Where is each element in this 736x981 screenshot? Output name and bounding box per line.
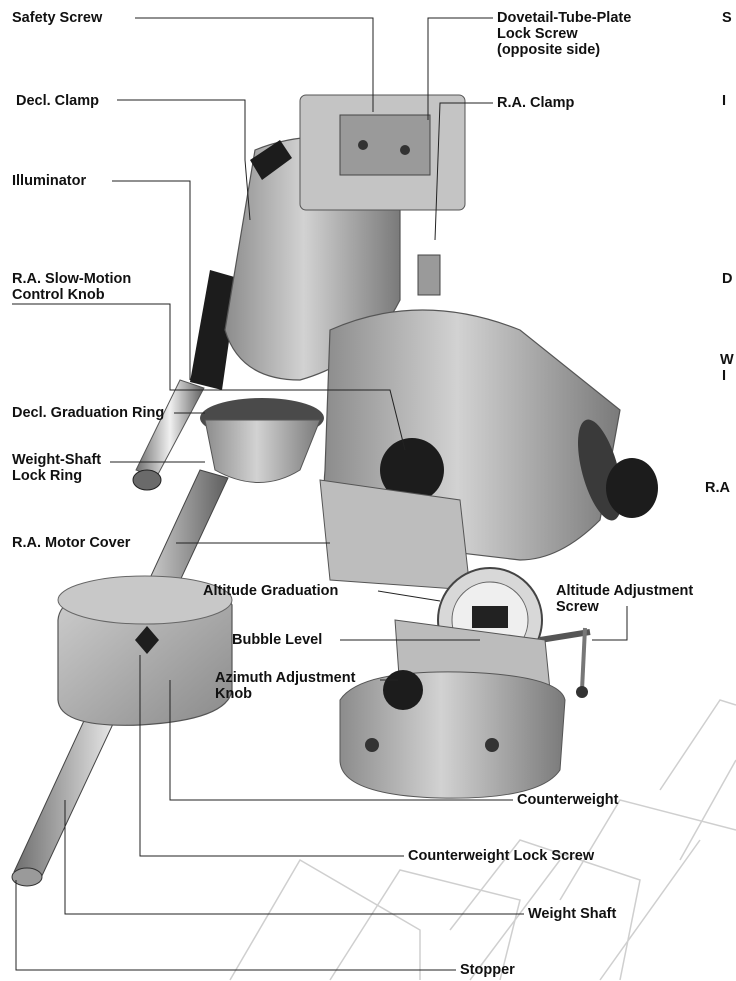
label-bubble-level: Bubble Level [232, 632, 323, 648]
label-cutoff-i-upper: I [722, 93, 727, 109]
label-cutoff-d: D [722, 271, 733, 287]
label-weight-shaft: Weight Shaft [528, 906, 617, 922]
label-weight-shaft-lock-ring: Weight-Shaft Lock Ring [12, 452, 102, 484]
leader-counterweight [169, 680, 513, 801]
leader-counterweight-lock-screw [139, 655, 404, 857]
label-altitude-graduation: Altitude Graduation [203, 583, 339, 599]
leader-stopper [15, 880, 456, 971]
label-safety-screw: Safety Screw [12, 10, 103, 26]
label-stopper: Stopper [460, 962, 515, 978]
leader-illuminator [112, 180, 191, 380]
watermark-logo [229, 699, 736, 981]
leader-lines [12, 17, 628, 971]
label-altitude-adjustment-screw: Altitude Adjustment Screw [556, 583, 694, 615]
label-ra-motor-cover: R.A. Motor Cover [12, 535, 131, 551]
label-cutoff-ra: R.A [705, 480, 730, 496]
label-decl-clamp: Decl. Clamp [16, 93, 99, 109]
label-ra-clamp: R.A. Clamp [497, 95, 575, 111]
mount-base [339, 619, 566, 799]
label-counterweight-lock-screw: Counterweight Lock Screw [408, 848, 595, 864]
leader-dovetail-lock-screw [427, 17, 493, 120]
label-cutoff-w: W [720, 352, 734, 368]
label-illuminator: Illuminator [12, 173, 87, 189]
leader-decl-clamp [117, 99, 251, 221]
label-dovetail-lock-screw: Dovetail-Tube-Plate Lock Screw (opposite… [497, 10, 632, 58]
leader-altitude-graduation [377, 590, 441, 602]
altitude-adjustment-screw [539, 627, 591, 698]
label-cutoff-i-mid: I [722, 368, 727, 384]
leader-safety-screw [135, 17, 374, 112]
declination-housing [224, 94, 466, 381]
label-azimuth-adjustment-knob: Azimuth Adjustment Knob [215, 670, 356, 702]
counterweight [57, 575, 233, 726]
label-decl-graduation-ring: Decl. Graduation Ring [12, 405, 165, 421]
leader-altitude-adjustment [592, 606, 628, 641]
leader-ra-clamp [434, 102, 493, 241]
illuminator-body [132, 270, 238, 491]
decl-graduation-ring [200, 398, 324, 483]
leader-weight-shaft [64, 800, 524, 915]
leader-ra-slow-motion [12, 303, 406, 451]
label-ra-slow-motion-knob: R.A. Slow-Motion Control Knob [12, 271, 132, 303]
label-cutoff-s: S [722, 10, 732, 26]
label-counterweight: Counterweight [517, 792, 619, 808]
